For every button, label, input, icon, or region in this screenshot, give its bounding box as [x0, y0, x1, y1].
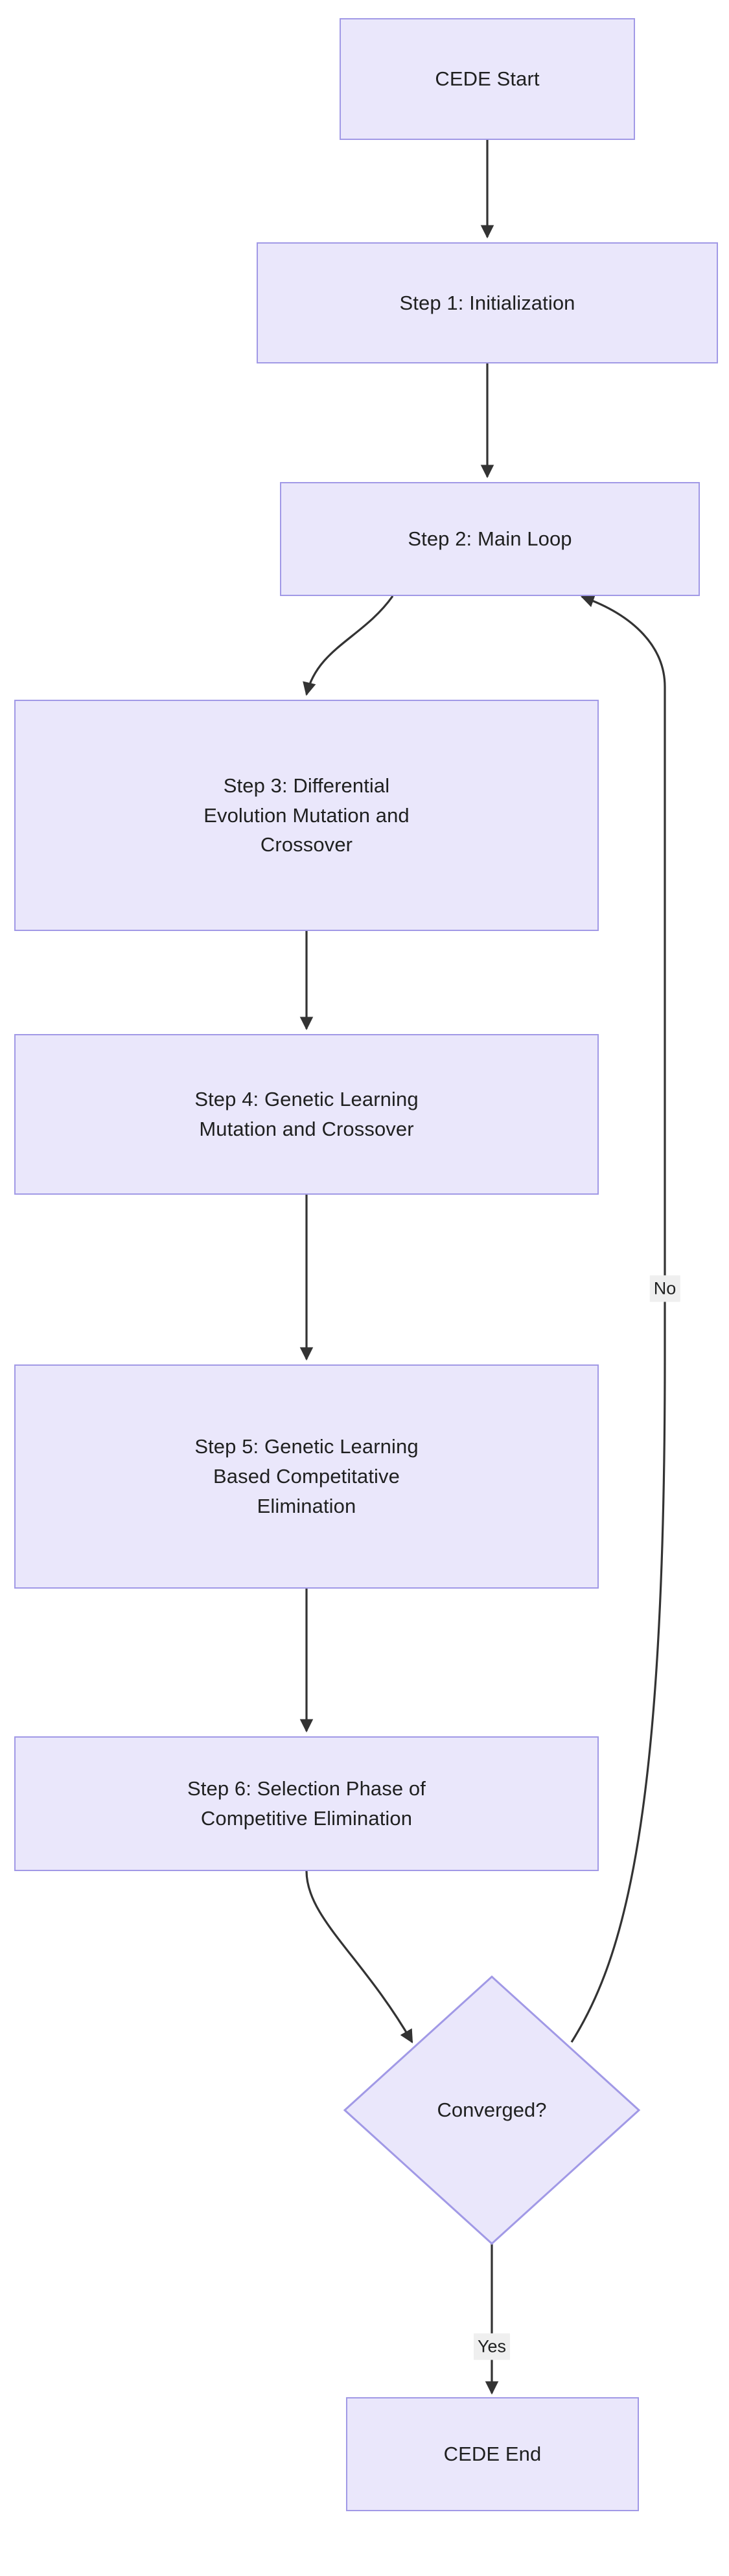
node-step-1-initialization-label: Step 1: Initialization — [399, 291, 575, 314]
node-converged-decision-label: Converged? — [437, 2099, 547, 2122]
node-cede-start[interactable]: CEDE Start — [340, 18, 635, 140]
edge-step2-to-step3 — [303, 595, 394, 696]
node-step-4-gl-mutation-crossover-label: Step 4: Genetic Learning Mutation and Cr… — [194, 1088, 419, 1140]
node-step-3-de-mutation-crossover-label: Step 3: Differential Evolution Mutation … — [203, 774, 410, 857]
node-converged-decision[interactable]: Converged? — [343, 1975, 641, 2246]
node-step-3-de-mutation-crossover[interactable]: Step 3: Differential Evolution Mutation … — [14, 700, 599, 931]
node-cede-end-label: CEDE End — [443, 2443, 542, 2466]
node-cede-start-label: CEDE Start — [435, 67, 540, 91]
node-step-1-initialization[interactable]: Step 1: Initialization — [257, 242, 718, 363]
node-step-4-gl-mutation-crossover[interactable]: Step 4: Genetic Learning Mutation and Cr… — [14, 1034, 599, 1195]
node-step-6-selection-phase-label: Step 6: Selection Phase of Competitive E… — [187, 1777, 426, 1830]
node-step-6-selection-phase[interactable]: Step 6: Selection Phase of Competitive E… — [14, 1736, 599, 1871]
node-step-2-main-loop[interactable]: Step 2: Main Loop — [280, 482, 700, 596]
edge-label-yes: Yes — [473, 2333, 511, 2360]
node-step-5-gl-competitative-elimination-label: Step 5: Genetic Learning Based Competita… — [194, 1435, 419, 1517]
edge-label-no: No — [649, 1275, 680, 1302]
node-cede-end[interactable]: CEDE End — [346, 2397, 639, 2511]
node-step-5-gl-competitative-elimination[interactable]: Step 5: Genetic Learning Based Competita… — [14, 1364, 599, 1589]
node-step-2-main-loop-label: Step 2: Main Loop — [408, 527, 572, 551]
